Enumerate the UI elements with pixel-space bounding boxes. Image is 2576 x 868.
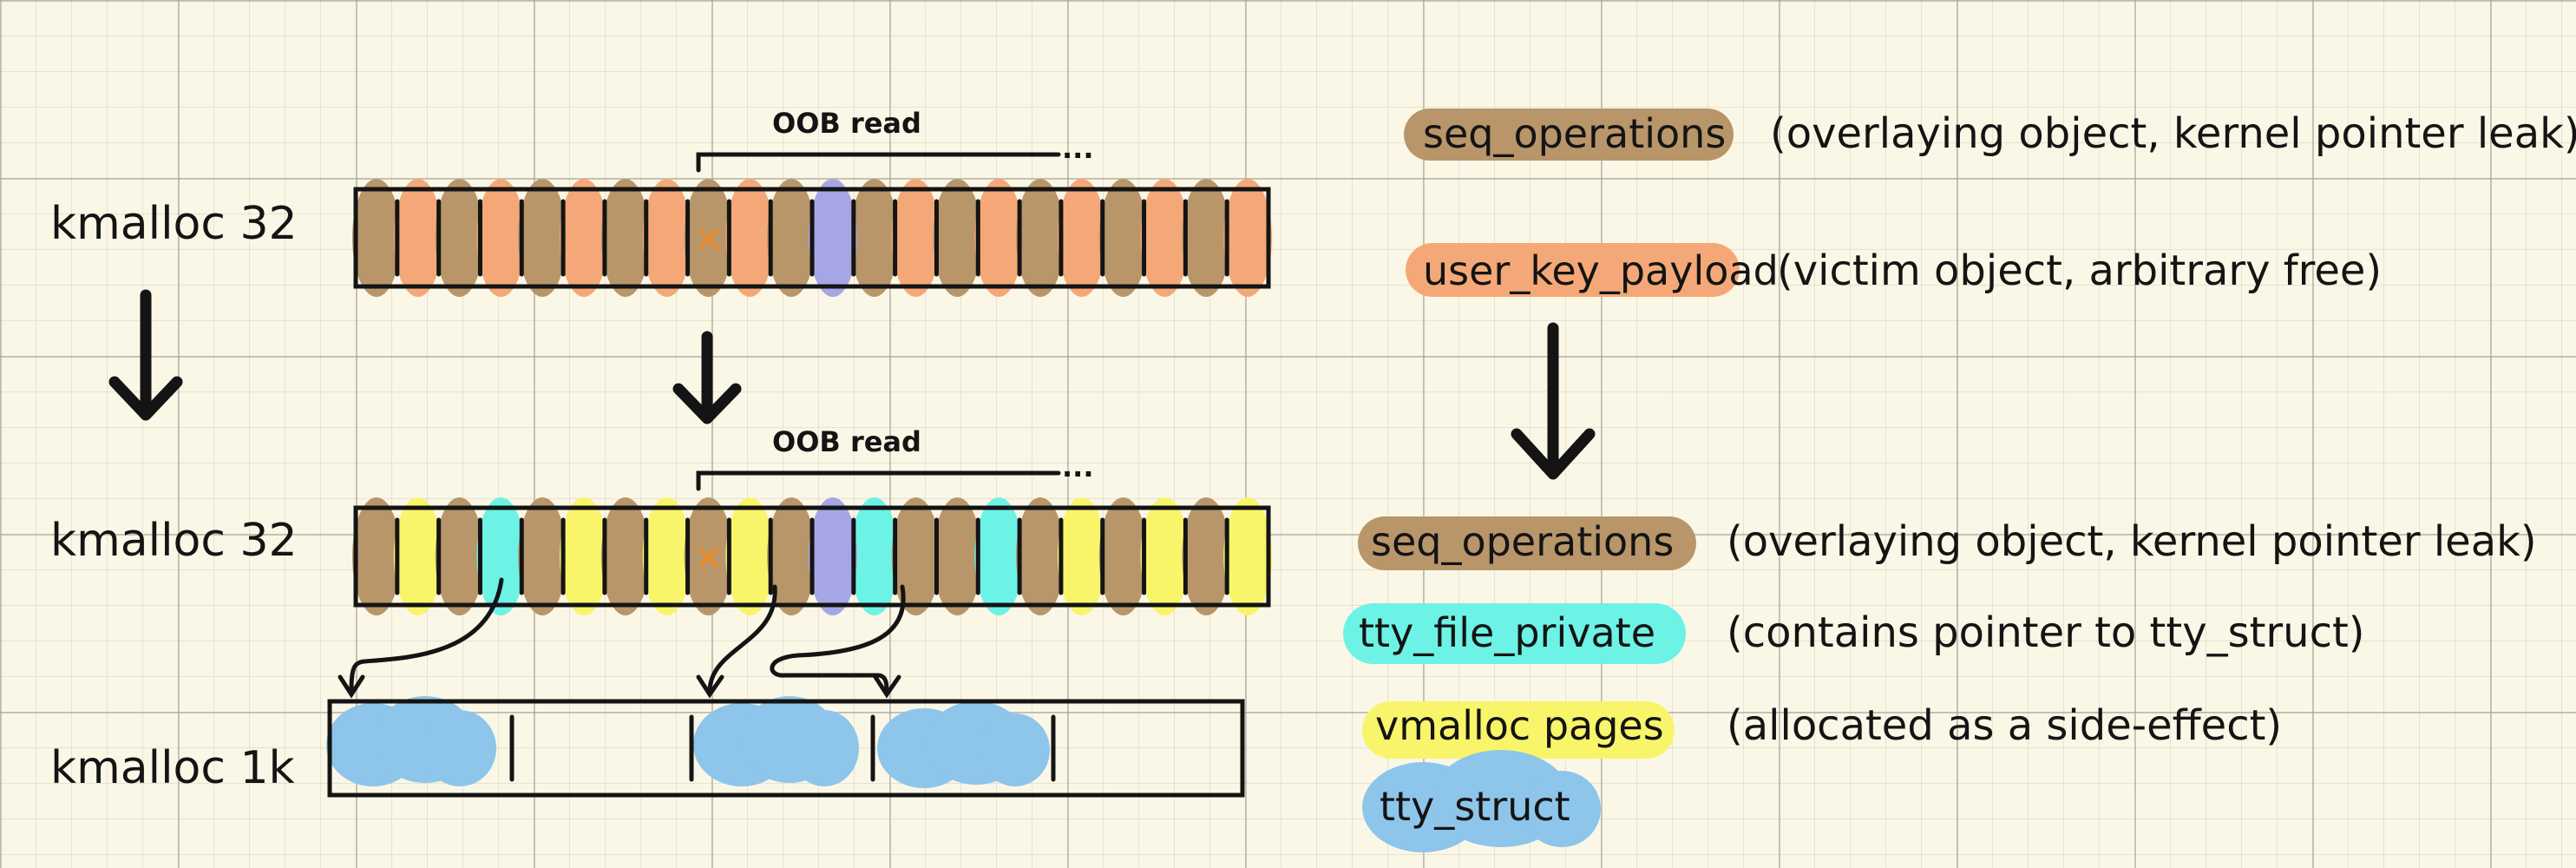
legend-top: seq_operations (overlaying object, kerne… [1404,108,2576,297]
legend-bottom: seq_operations (overlaying object, kerne… [1343,516,2537,852]
slab-object-tfp [476,497,526,615]
legend-desc-tfp: (contains pointer to tty_struct) [1727,608,2365,657]
oob-bracket-top [696,152,1061,173]
slab-object-uk [476,179,526,297]
slab-object-highlight [809,179,857,297]
slab-object-vm [1140,497,1190,615]
slab-object-vm [1057,497,1106,615]
legend-swatch-seq-bottom [1358,516,1696,570]
slab-object-seq [352,179,401,297]
slab-border-mid [353,505,1271,608]
legend-desc-seq-bottom: (overlaying object, kernel pointer leak) [1727,517,2537,566]
legend-key-tty-struct: tty_struct [1380,783,1570,830]
down-arrow-mid [672,331,742,424]
slab-object-vm [642,497,692,615]
row-label-kmalloc1k: kmalloc 1k [50,742,295,794]
slab-object-uk [642,179,692,297]
slab-kmalloc32-top: × [352,179,1273,297]
legend-swatch-vmalloc [1362,701,1675,759]
slab-border-1k [327,699,1245,798]
oob-ellipsis-top: ... [1062,132,1093,165]
slab-object-seq [684,497,733,615]
slab-kmalloc32-mid: × [352,497,1273,615]
pointer-arrow-1 [338,577,504,699]
slab-object-uk [1057,179,1106,297]
pointer-arrow-2 [696,584,777,699]
slab-object-vm [1223,497,1273,615]
legend-key-tfp: tty_file_private [1359,609,1655,656]
slab-object-seq [435,497,484,615]
slab-object-highlight [809,497,857,615]
slab-object-seq [600,497,650,615]
slab-object-seq [1098,179,1148,297]
row-label-kmalloc32-mid: kmalloc 32 [50,515,298,567]
legend-swatch-seq-top [1404,108,1734,161]
legend-key-ukp: user_key_payload [1423,247,1779,294]
slab-object-seq [435,179,484,297]
slab-object-uk [393,179,442,297]
oob-bracket-mid [696,470,1061,491]
slab-border-top [353,187,1271,289]
pointer-arrow-3 [770,584,906,699]
legend-swatch-ukp [1406,243,1740,297]
down-arrow-left [108,289,183,421]
slab-object-vm [393,497,442,615]
oob-start-marker: × [692,535,724,579]
slab-object-uk [725,179,775,297]
tty-struct-blob-3 [877,701,1050,788]
legend-swatch-tty-struct [1362,750,1601,852]
slab-object-seq [684,179,733,297]
slab-object-uk [974,179,1024,297]
slab-object-seq [352,497,401,615]
slab-object-seq [600,179,650,297]
slab-kmalloc1k [326,696,1245,798]
slab-object-tfp [849,497,899,615]
legend-key-seq-bottom: seq_operations [1371,518,1674,565]
oob-start-marker: × [692,216,724,260]
tty-struct-blob-1 [326,696,496,786]
slab-object-seq [1016,179,1065,297]
slab-object-vm [560,497,608,615]
legend-key-vmalloc: vmalloc pages [1375,702,1664,749]
slab-object-seq [933,497,982,615]
legend-swatch-tfp [1343,603,1686,664]
slab-object-seq [933,179,982,297]
row-label-kmalloc32-top: kmalloc 32 [50,198,298,250]
legend-desc-ukp: (victim object, arbitrary free) [1777,247,2382,295]
slab-object-seq [1182,497,1231,615]
slab-object-seq [518,179,567,297]
slab-object-tfp [974,497,1024,615]
slab-object-vm [725,497,775,615]
legend-desc-seq-top: (overlaying object, kernel pointer leak) [1770,109,2576,158]
slab-object-uk [560,179,608,297]
oob-label-mid: OOB read [772,425,921,458]
slab-object-uk [891,179,941,297]
slab-object-seq [767,497,816,615]
slab-object-seq [849,179,899,297]
slab-object-seq [1016,497,1065,615]
oob-label-top: OOB read [772,107,921,140]
oob-ellipsis-mid: ... [1062,450,1093,483]
slab-object-uk [1223,179,1273,297]
down-arrow-right [1511,322,1596,480]
slab-object-seq [1182,179,1231,297]
legend-desc-vmalloc: (allocated as a side-effect) [1727,701,2282,750]
slab-object-uk [1140,179,1190,297]
slab-object-seq [1098,497,1148,615]
slab-object-seq [767,179,816,297]
slab-object-seq [891,497,941,615]
tty-struct-blob-2 [693,696,859,786]
legend-key-seq-top: seq_operations [1423,110,1726,157]
slab-object-seq [518,497,567,615]
